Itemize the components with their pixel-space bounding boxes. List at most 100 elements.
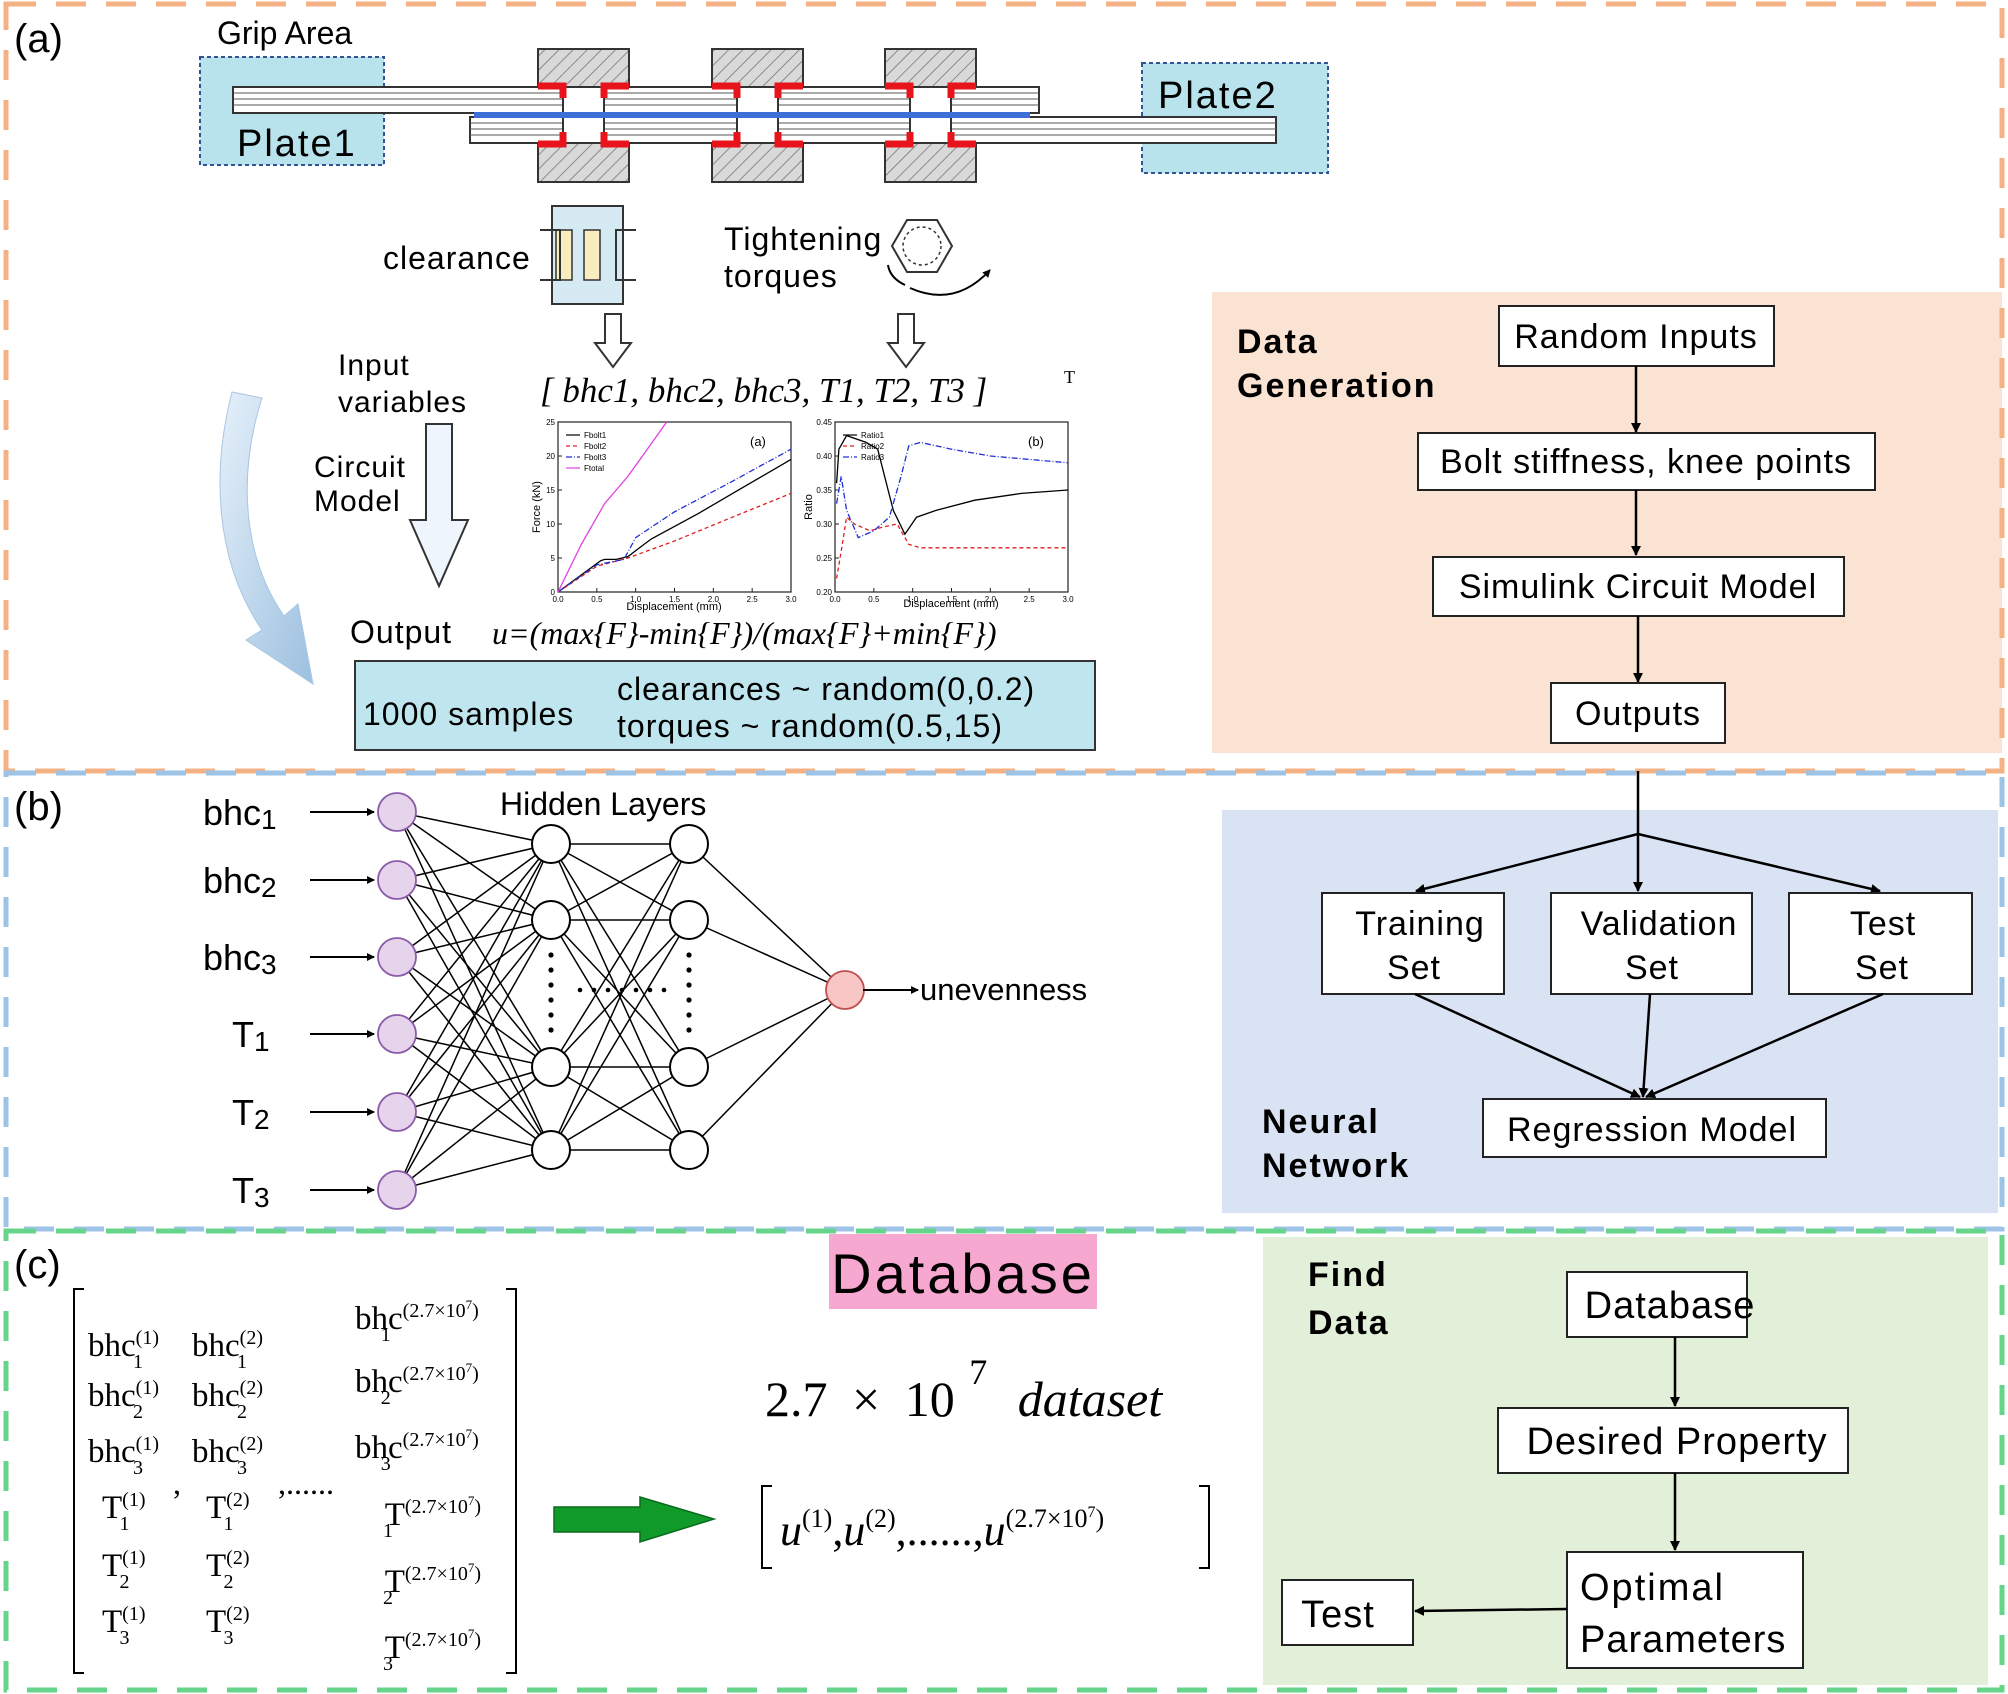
training-set-box: Training Set — [1321, 892, 1505, 995]
matrix-cell: bhc(1)1 — [88, 1327, 159, 1373]
regression-model-box: Regression Model — [1482, 1098, 1827, 1158]
nn-edge — [550, 919, 690, 1151]
desired-property-box: Desired Property — [1497, 1407, 1849, 1474]
u-vector-left-bracket — [761, 1485, 772, 1569]
panel-c-border — [3, 1228, 2005, 1693]
matrix-cell: bhc(2)2 — [192, 1377, 263, 1423]
matrix-cell: bhc(2.7×107)1 — [355, 1297, 479, 1346]
bolt-stiffness-text: Bolt stiffness, knee points — [1440, 443, 1852, 481]
matrix-cell: T(1)3 — [102, 1603, 146, 1649]
simulink-text: Simulink Circuit Model — [1459, 568, 1817, 606]
chart-a-xtick-label: 2.0 — [708, 595, 720, 604]
chart-a-ytick-label: 5 — [551, 554, 556, 563]
input-label: T3 — [232, 1170, 270, 1213]
chart-b-ytick-label: 0.35 — [816, 486, 832, 495]
hidden-node — [669, 900, 709, 940]
matrix-cell: T(2)2 — [206, 1547, 250, 1593]
chart-b-tag: (b) — [1028, 434, 1044, 449]
chart-a-xtick-label: 1.5 — [669, 595, 681, 604]
hidden-layers-label: Hidden Layers — [500, 786, 706, 822]
torques-distribution: torques ~ random(0.5,15) — [617, 708, 1003, 744]
test-box: Test — [1281, 1579, 1414, 1646]
test-set-text-1: Test — [1850, 905, 1916, 943]
matrix-right-bracket — [506, 1288, 517, 1674]
chart-a-series-fbolt1 — [557, 458, 792, 593]
nn-edge — [396, 1111, 552, 1153]
panel-b-border — [3, 770, 2005, 1232]
clearance-label: clearance — [383, 240, 531, 276]
input-node — [377, 792, 417, 832]
matrix-cell: T(2.7×107)1 — [383, 1493, 481, 1542]
simulink-box: Simulink Circuit Model — [1432, 556, 1845, 617]
clearances-distribution: clearances ~ random(0,0.2) — [617, 671, 1035, 707]
plate1-laminate — [232, 86, 1040, 114]
database-highlight — [829, 1234, 1097, 1309]
hidden-ellipsis — [548, 952, 692, 1033]
find-data-title-1: Find — [1308, 1256, 1388, 1294]
input-variables-label-2: variables — [338, 386, 467, 419]
chart-a-xtick-label: 0.5 — [591, 595, 603, 604]
plate1-plies — [233, 92, 1039, 106]
data-generation-bg — [1212, 292, 2002, 753]
matrix-cells: bhc(1)1bhc(1)2bhc(1)3T(1)1T(1)2T(1)3bhc(… — [88, 1297, 481, 1675]
matrix-cell: T(2.7×107)3 — [383, 1626, 481, 1675]
neural-network-title-1: Neural — [1262, 1103, 1380, 1141]
chart-b-ylabel: Ratio — [803, 494, 815, 520]
nn-edge — [396, 841, 552, 881]
nn-arrow-from-test — [1645, 992, 1884, 1099]
input-node — [377, 937, 417, 977]
fd-database-box: Database — [1566, 1271, 1754, 1338]
optimal-parameters-box: Optimal Parameters — [1566, 1551, 1804, 1669]
input-vector-transpose: T — [1064, 367, 1075, 387]
chart-a-ytick-label: 15 — [546, 486, 555, 495]
panel-b-label: (b) — [14, 785, 63, 829]
matrix-cell: T(1)1 — [102, 1489, 146, 1535]
hidden-node — [531, 1130, 571, 1170]
chart-a-legend-label: Ftotal — [584, 464, 604, 473]
torque-down-arrow — [886, 313, 926, 369]
optimal-parameters-text-1: Optimal — [1580, 1567, 1725, 1609]
panel-a-label: (a) — [14, 17, 63, 61]
chart-b-series-ratio1 — [835, 434, 1069, 536]
regression-model-text: Regression Model — [1507, 1111, 1797, 1149]
neural-network-title-2: Network — [1262, 1147, 1410, 1185]
input-vector: [ bhc1, bhc2, bhc3, T1, T2, T3 ] — [540, 371, 987, 410]
test-set-box: Test Set — [1788, 892, 1973, 995]
chart-b-xtick-label: 1.5 — [946, 595, 958, 604]
matrix-dots: ,...... — [278, 1465, 334, 1501]
hidden-node — [531, 1047, 571, 1087]
torques-label: torques — [724, 258, 838, 294]
validation-set-text-2: Set — [1625, 949, 1679, 987]
clearance-icon — [540, 205, 636, 305]
nn-edge — [396, 1066, 552, 1191]
matrix-cell: bhc(1)2 — [88, 1377, 159, 1423]
input-node — [377, 860, 417, 900]
matrix-cell: T(2)1 — [206, 1489, 250, 1535]
nn-edge — [396, 843, 552, 1035]
chart-a-xtick-label: 2.5 — [747, 595, 759, 604]
chart-b-xtick-label: 2.0 — [985, 595, 997, 604]
matrix-cell: T(1)2 — [102, 1547, 146, 1593]
input-variables-label-1: Input — [338, 349, 410, 382]
panel-a-border — [3, 1, 2005, 774]
chart-a-legend-label: Fbolt2 — [584, 442, 607, 451]
samples-count: 1000 samples — [363, 696, 574, 732]
chart-b-series-ratio3 — [835, 441, 1069, 539]
matrix-comma: , — [173, 1465, 181, 1501]
output-node — [825, 970, 865, 1010]
big-curved-arrow — [219, 391, 314, 686]
dataset-base: 10 — [905, 1371, 955, 1427]
database-title: Database — [831, 1242, 1095, 1305]
matrix-cell: bhc(2.7×107)3 — [355, 1426, 479, 1475]
nn-edge — [396, 1147, 552, 1191]
chart-b-legend-label: Ratio3 — [861, 453, 885, 462]
nn-edge — [688, 919, 846, 991]
matrix-cell: T(2.7×107)2 — [383, 1560, 481, 1609]
chart-a-ylabel: Force (kN) — [531, 481, 543, 533]
chart-b-xlabel: Displacement (mm) — [903, 598, 998, 610]
nn-edge — [550, 919, 690, 1068]
washer-marks — [538, 82, 976, 148]
